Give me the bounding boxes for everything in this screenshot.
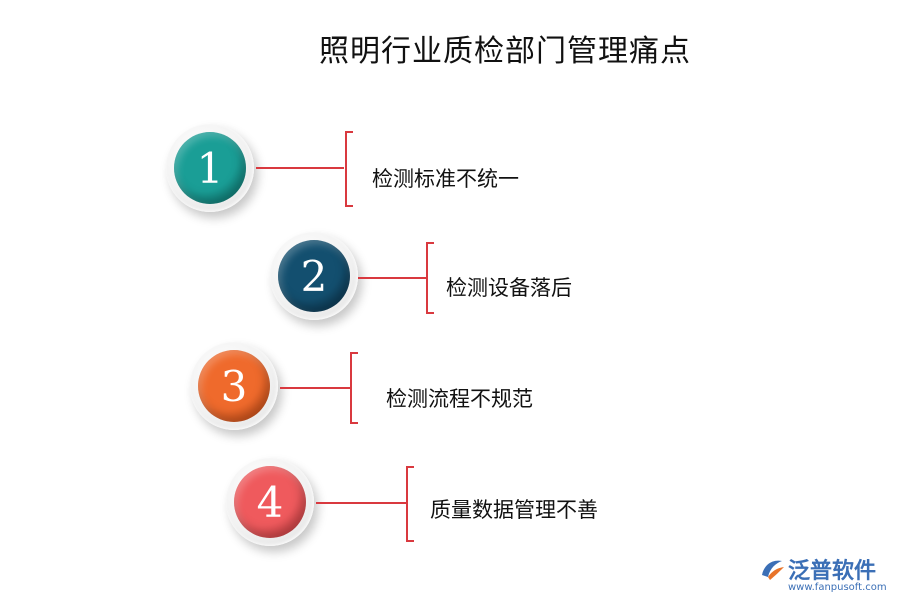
number-disc: 1 [166,124,254,212]
number-badge: 1 [174,132,246,204]
connector-line [256,167,344,169]
number-disc: 4 [226,458,314,546]
connector-line [280,387,350,389]
pain-point-label: 质量数据管理不善 [430,498,598,522]
bracket [406,466,414,542]
number-disc: 2 [270,232,358,320]
brand-logo-icon [762,560,784,580]
bracket [350,352,358,424]
brand-logo: 泛普软件 www.fanpusoft.com [758,553,888,597]
brand-url: www.fanpusoft.com [788,582,887,593]
pain-point-label: 检测流程不规范 [386,387,533,411]
connector-line [358,277,426,279]
number-badge: 4 [234,466,306,538]
bracket [345,131,353,207]
pain-point-label: 检测标准不统一 [372,167,519,191]
pain-point-label: 检测设备落后 [446,276,572,300]
brand-name: 泛普软件 [788,559,877,584]
number-disc: 3 [190,342,278,430]
connector-line [316,502,406,504]
number-badge: 2 [278,240,350,312]
bracket [426,242,434,314]
number-badge: 3 [198,350,270,422]
page-title: 照明行业质检部门管理痛点 [319,34,691,69]
